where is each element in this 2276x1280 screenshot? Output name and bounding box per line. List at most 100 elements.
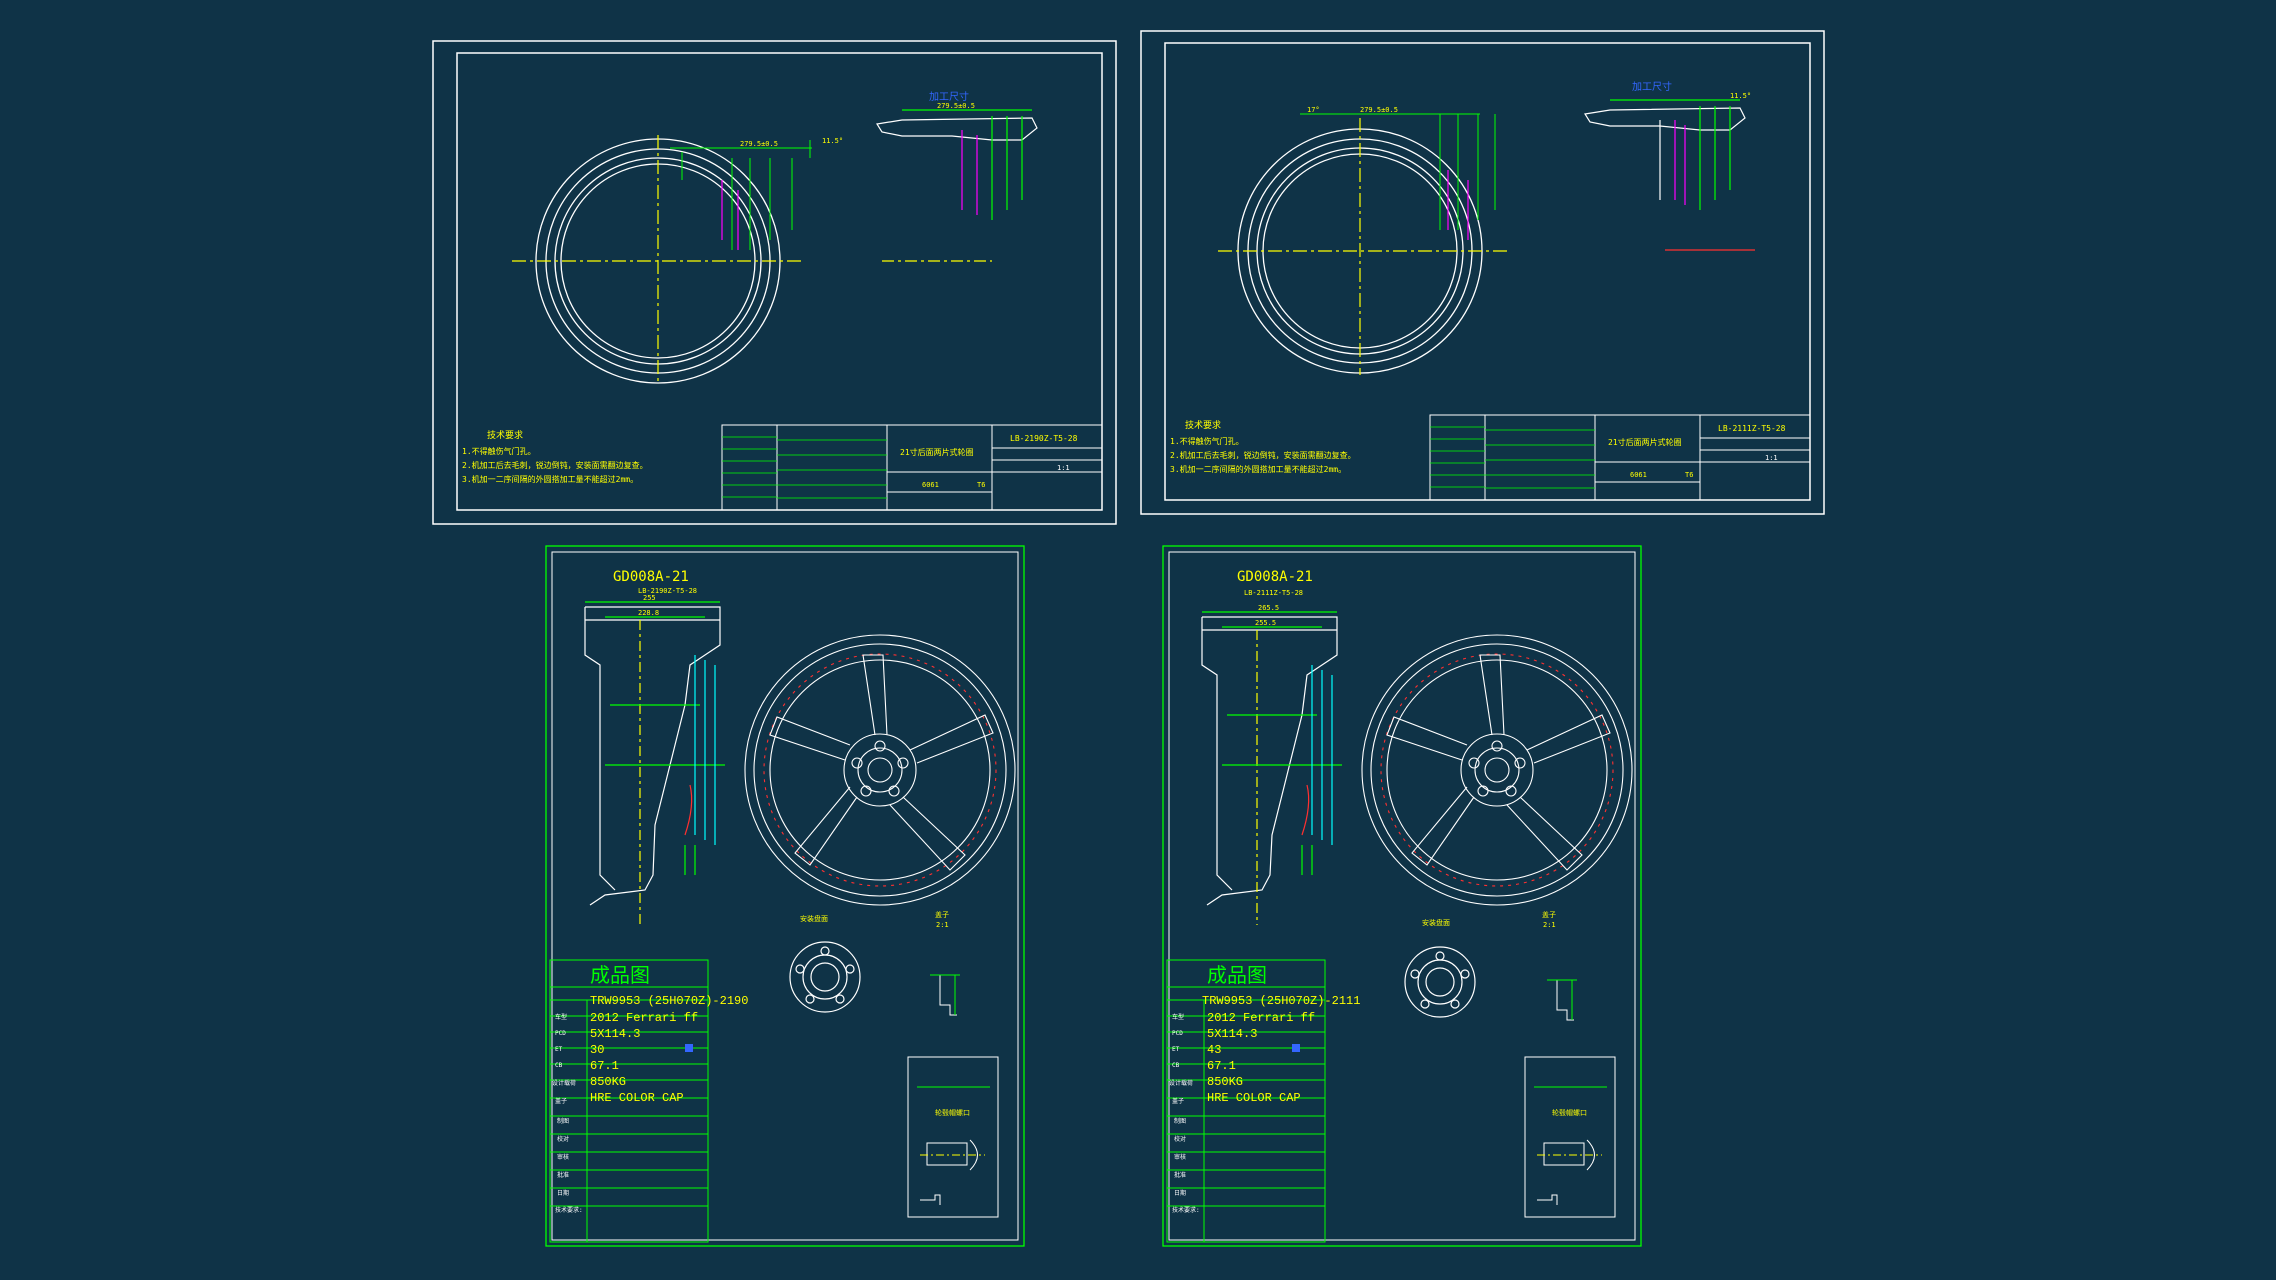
model-number: GD008A-21: [613, 569, 689, 585]
spec-value: HRE COLOR CAP: [590, 1091, 684, 1105]
centerlines: [1218, 118, 1510, 375]
sheet-top-right: 279.5±0.5 17° 加工尺寸 11.5° 技术要求 1.不得触伤气门孔。…: [1140, 30, 1825, 515]
scale: 1:1: [1765, 454, 1778, 462]
spec-label: 技术要求:: [1172, 1206, 1200, 1214]
mid-dimension: 228.8: [638, 609, 659, 617]
drawing-number: LB-2111Z-T5-28: [1244, 589, 1303, 597]
spec-label: CB: [555, 1062, 563, 1069]
dim-label: 11.5°: [822, 137, 843, 145]
spec-label: 批准: [557, 1171, 569, 1179]
spec-value: 850KG: [590, 1075, 626, 1089]
mounting-pad-view: [789, 941, 861, 1013]
scale: 1:1: [1057, 464, 1070, 472]
dimension-lines: [670, 140, 812, 250]
heat-treatment: T6: [977, 481, 985, 489]
spec-label: 设计载荷: [1169, 1079, 1193, 1087]
sheet-outer-border: [545, 545, 1025, 1247]
spec-value: 43: [1207, 1043, 1221, 1057]
top-dimension: 255: [643, 594, 656, 602]
title-block: [721, 424, 1103, 511]
model-number: GD008A-21: [1237, 569, 1313, 585]
view-label-mounting: 安装盘面: [800, 914, 828, 923]
sheet-inner-border: [1168, 551, 1636, 1241]
product-title: 成品图: [1207, 963, 1267, 987]
spec-value: 5X114.3: [1207, 1027, 1257, 1041]
wheel-front-view: [1361, 634, 1633, 906]
detail-box: [907, 1056, 999, 1218]
sheet-top-left: 279.5±0.5 11.5° 加工尺寸 279.5±0.5 技术要求 1.不得…: [432, 40, 1117, 525]
title-block: [1429, 414, 1811, 501]
sheet-bottom-left: GD008A-21 LB-2190Z-T5-28 255 228.8: [545, 545, 1025, 1247]
dim-label: 279.5±0.5: [740, 140, 778, 148]
spec-value: 2012 Ferrari ff: [590, 1011, 698, 1025]
dim-label: 17°: [1307, 106, 1320, 114]
view-label-cap: 盖子: [935, 910, 949, 919]
detail-label: 轮毂帽螺口: [935, 1108, 970, 1117]
view-label-scale: 2:1: [1543, 921, 1556, 929]
et-marker: [1292, 1044, 1300, 1052]
top-dimension: 265.5: [1258, 604, 1279, 612]
material: 6061: [922, 481, 939, 489]
dim-label: 11.5°: [1730, 92, 1751, 100]
spec-label: PCD: [555, 1030, 566, 1037]
notes-title: 技术要求: [487, 429, 523, 441]
view-label-cap: 盖子: [1542, 910, 1556, 919]
view-label-mounting: 安装盘面: [1422, 918, 1450, 927]
spec-label: 日期: [557, 1189, 569, 1197]
section-view: [876, 109, 1038, 262]
part-name: 21寸后面两片式轮圈: [1608, 437, 1682, 447]
dimension-lines: [1300, 113, 1496, 230]
sheet-inner-border: [1164, 42, 1811, 501]
spec-label: ET: [1172, 1046, 1180, 1053]
section-heading: 加工尺寸: [1632, 80, 1672, 93]
mounting-pad-view: [1404, 946, 1476, 1018]
wheel-cross-section: [584, 601, 725, 925]
part-name: 21寸后面两片式轮圈: [900, 447, 974, 457]
cap-detail: [1547, 979, 1577, 1021]
detail-box: [1524, 1056, 1616, 1218]
note-line: 3.机加一二序间隔的外圆搭加工量不能超过2mm。: [1170, 464, 1346, 474]
heat-treatment: T6: [1685, 471, 1693, 479]
spec-value: 5X114.3: [590, 1027, 640, 1041]
spec-label: 日期: [1174, 1189, 1186, 1197]
sheet-outer-border: [1140, 30, 1825, 515]
spec-value: 67.1: [1207, 1059, 1236, 1073]
sheet-bottom-right: GD008A-21 LB-2111Z-T5-28 265.5 255.5: [1162, 545, 1642, 1247]
spec-label: 校对: [557, 1135, 569, 1143]
sheet-outer-border: [432, 40, 1117, 525]
spec-label: 制图: [1174, 1117, 1186, 1125]
et-marker: [685, 1044, 693, 1052]
note-line: 2.机加工后去毛刺，锐边倒钝，安装面需翻边复查。: [462, 460, 648, 470]
material: 6061: [1630, 471, 1647, 479]
product-code: TRW9953 (25H070Z)-2111: [1202, 994, 1360, 1008]
dim-label: 279.5±0.5: [1360, 106, 1398, 114]
section-heading: 加工尺寸: [929, 90, 969, 103]
drawing-number: LB-2111Z-T5-28: [1718, 424, 1786, 433]
centerlines: [512, 135, 802, 385]
dim-label: 279.5±0.5: [937, 102, 975, 110]
cap-detail: [930, 974, 960, 1016]
spec-label: 制图: [557, 1117, 569, 1125]
spec-label: 审核: [557, 1153, 569, 1161]
spec-value: 850KG: [1207, 1075, 1243, 1089]
note-line: 1.不得触伤气门孔。: [462, 446, 536, 456]
mid-dimension: 255.5: [1255, 619, 1276, 627]
wheel-front-view: [744, 634, 1016, 906]
spec-value: HRE COLOR CAP: [1207, 1091, 1301, 1105]
spec-value: 2012 Ferrari ff: [1207, 1011, 1315, 1025]
spec-label: 技术要求:: [555, 1206, 583, 1214]
spec-label: 批准: [1174, 1171, 1186, 1179]
spec-label: 车型: [555, 1013, 567, 1021]
spec-label: PCD: [1172, 1030, 1183, 1037]
wheel-cross-section: [1201, 611, 1342, 925]
spec-label: ET: [555, 1046, 563, 1053]
spec-label: 校对: [1174, 1135, 1186, 1143]
product-title: 成品图: [590, 963, 650, 987]
spec-label: CB: [1172, 1062, 1180, 1069]
sheet-inner-border: [551, 551, 1019, 1241]
note-line: 3.机加一二序间隔的外圆搭加工量不能超过2mm。: [462, 474, 638, 484]
drawing-number: LB-2190Z-T5-28: [638, 587, 697, 595]
sheet-outer-border: [1162, 545, 1642, 1247]
sheet-inner-border: [456, 52, 1103, 511]
spec-value: 67.1: [590, 1059, 619, 1073]
